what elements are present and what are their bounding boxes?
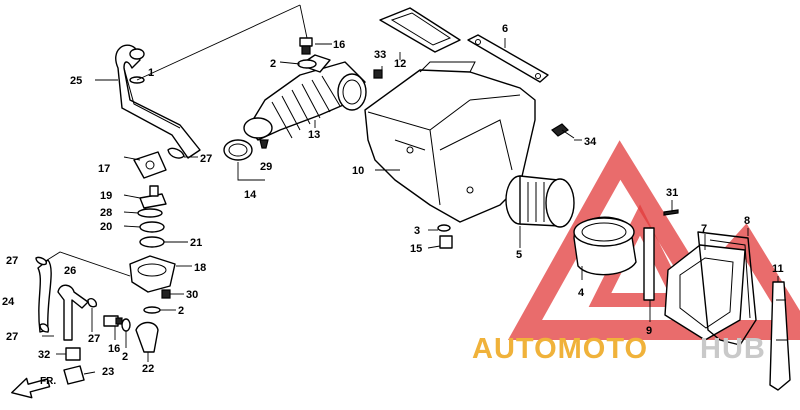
label-22: 22	[142, 363, 154, 375]
label-3: 3	[414, 225, 420, 237]
bracket-9	[643, 227, 655, 301]
label-10: 10	[352, 165, 364, 177]
label-1: 1	[148, 67, 154, 79]
label-26: 26	[64, 265, 76, 277]
front-direction-arrow-icon	[11, 377, 51, 399]
label-8: 8	[744, 215, 750, 227]
screw-30	[161, 289, 171, 299]
label-21: 21	[190, 237, 202, 249]
label-30: 30	[186, 289, 198, 301]
label-23: 23	[102, 366, 114, 378]
label-6: 6	[502, 23, 508, 35]
label-27-mid: 27	[88, 333, 100, 345]
label-28: 28	[100, 207, 112, 219]
label-2-lower: 2	[122, 351, 128, 363]
label-5: 5	[516, 249, 522, 261]
label-25: 25	[70, 75, 82, 87]
label-19: 19	[100, 190, 112, 202]
label-32: 32	[38, 349, 50, 361]
hose-clip-27	[167, 147, 185, 159]
label-29: 29	[260, 161, 272, 173]
part-number-labels: 1 2 3 4 5 6 7 8 9 10 11 12 13 14 15 16 1…	[2, 23, 784, 378]
label-2-mid: 2	[178, 305, 184, 317]
leader-lines	[42, 4, 779, 375]
breather-hose-25	[115, 44, 201, 159]
label-4: 4	[578, 287, 585, 299]
label-27-lower: 27	[6, 331, 18, 343]
air-filter-element-5	[505, 175, 575, 228]
hose-24	[37, 259, 52, 333]
label-24: 24	[2, 296, 15, 308]
label-7: 7	[701, 223, 707, 235]
foam-filter-4	[573, 216, 637, 276]
label-31: 31	[666, 187, 678, 199]
clip-2-lower	[121, 318, 131, 332]
duct-band-14	[223, 139, 265, 181]
label-17: 17	[98, 163, 110, 175]
cap-17	[133, 151, 167, 179]
label-12: 12	[394, 58, 406, 70]
air-cleaner-case-10	[364, 61, 536, 223]
body-18	[129, 255, 176, 293]
bolt-33	[373, 69, 383, 79]
screw-29	[259, 139, 269, 149]
valve-19	[139, 185, 167, 209]
screw-16-top	[299, 37, 313, 55]
cap-32	[65, 347, 81, 361]
spring-28	[137, 208, 163, 218]
drain-tube-15	[439, 235, 453, 249]
label-2-top: 2	[270, 58, 276, 70]
strap-11	[769, 281, 791, 391]
hose-22	[135, 321, 159, 353]
clip-27-mid	[87, 297, 98, 308]
watermark-text-1: AUTOMOTO	[472, 333, 648, 365]
hose-26	[57, 284, 89, 341]
screw-31	[663, 209, 679, 216]
label-27-left: 27	[6, 255, 18, 267]
label-18: 18	[194, 262, 206, 274]
label-20: 20	[100, 221, 112, 233]
diaphragm-20	[139, 221, 165, 233]
case-cover-12	[379, 7, 461, 53]
label-16-top: 16	[333, 39, 345, 51]
case-lid-8	[697, 231, 757, 346]
seal-21	[139, 236, 165, 248]
label-16-lower: 16	[108, 343, 120, 355]
washer-2-top	[297, 59, 317, 69]
washer-2-mid	[143, 306, 161, 314]
clip-27-lower	[39, 323, 50, 333]
clip-3	[437, 224, 451, 232]
front-direction-label: FR.	[40, 376, 56, 387]
bolt-34	[551, 123, 575, 139]
label-33: 33	[374, 49, 386, 61]
label-34: 34	[584, 136, 597, 148]
label-9: 9	[646, 325, 652, 337]
label-14: 14	[244, 189, 257, 201]
plug-23	[63, 365, 85, 385]
joint-16-lower	[103, 315, 123, 327]
label-27-upper: 27	[200, 153, 212, 165]
label-11: 11	[772, 263, 784, 275]
watermark-text-2: HUB	[700, 333, 766, 365]
stay-6	[467, 34, 549, 83]
label-15: 15	[410, 243, 422, 255]
clip-27-left	[35, 256, 47, 266]
label-13: 13	[308, 129, 320, 141]
